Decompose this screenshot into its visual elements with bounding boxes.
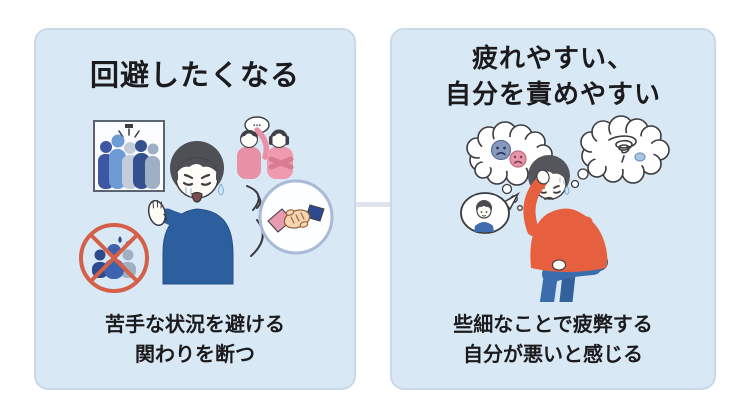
avoidance-caption: 苦手な状況を避ける 関わりを断つ: [105, 302, 285, 388]
gossip-dots-text: ...: [253, 118, 262, 129]
avoidance-title: 回避したくなる: [89, 60, 300, 92]
thought-bubble-tangle-icon: [570, 115, 670, 189]
fatigue-title-block: 疲れやすい、 自分を責めやすい: [445, 30, 661, 114]
avoidance-caption-line-1: 苦手な状況を避ける: [105, 314, 285, 336]
fatigue-caption: 些細なことで疲弊する 自分が悪いと感じる: [453, 302, 652, 388]
fatigue-title: 疲れやすい、 自分を責めやすい: [445, 40, 661, 112]
fatigue-illustration: [403, 114, 703, 302]
avoidance-illustration-svg: ...: [79, 116, 334, 293]
gossip-women-icon: ...: [237, 116, 294, 179]
tired-seated-man-icon: [523, 155, 608, 302]
avoidance-illustration: ...: [45, 114, 345, 302]
crowd-picture-icon: [93, 120, 165, 192]
no-group-icon: [79, 223, 149, 293]
handshake-icon: [258, 179, 334, 255]
panel-avoidance: 回避したくなる: [34, 28, 356, 390]
avoidance-caption-line-2: 関わりを断つ: [135, 344, 255, 366]
fatigue-caption-line-2: 自分が悪いと感じる: [463, 344, 643, 366]
fatigue-title-line-1: 疲れやすい、: [471, 43, 634, 73]
avoidance-title-block: 回避したくなる: [90, 30, 300, 114]
speech-bubble-child-icon: [460, 192, 520, 234]
stop-palm: [147, 199, 167, 227]
fatigue-title-line-2: 自分を責めやすい: [444, 79, 661, 109]
panel-connector-line: [350, 202, 398, 207]
panel-fatigue-selfblame: 疲れやすい、 自分を責めやすい: [390, 28, 716, 390]
fatigue-illustration-svg: [460, 115, 670, 302]
fatigue-caption-line-1: 些細なことで疲弊する: [453, 314, 653, 336]
